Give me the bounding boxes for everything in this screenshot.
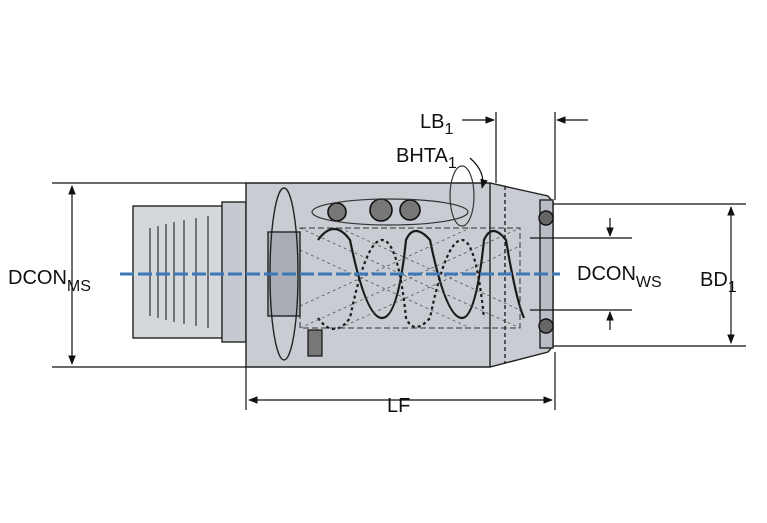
housing-crosshatch: [299, 227, 521, 329]
label-lb: LB1: [420, 111, 453, 138]
label-bhta: BHTA1: [396, 145, 457, 172]
lower-screw: [307, 329, 323, 357]
label-dcon-ws: DCONWS: [577, 263, 662, 291]
front-bolts: [538, 210, 554, 334]
bhta-leader: [469, 157, 488, 189]
label-bd: BD1: [700, 269, 737, 296]
shank-ribs: [149, 216, 209, 328]
screw-slot: [311, 198, 469, 226]
label-dcon-ms: DCONMS: [8, 267, 91, 295]
label-lf: LF: [387, 395, 410, 417]
shank-flange: [221, 201, 247, 343]
tool-adapter-body: [120, 165, 560, 368]
dimensions: [52, 112, 746, 410]
internal-spring: [317, 227, 526, 331]
